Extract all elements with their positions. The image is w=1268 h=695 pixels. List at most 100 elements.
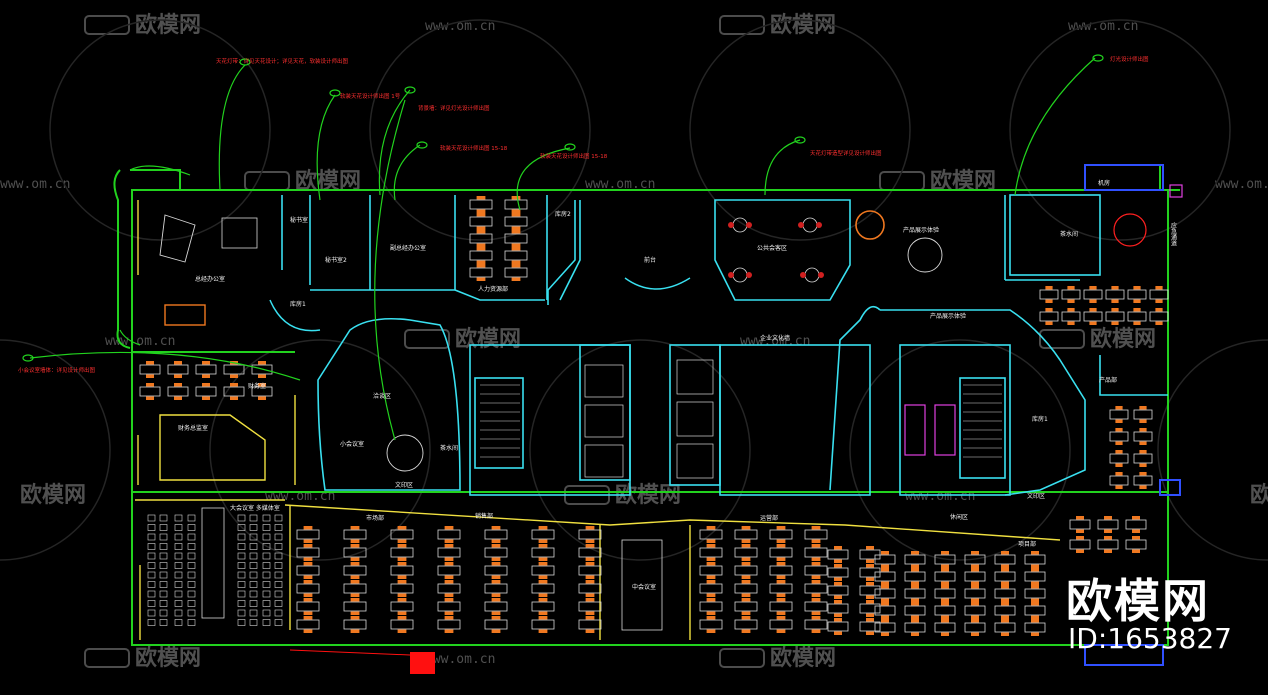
chair (1001, 615, 1009, 619)
desk (859, 621, 881, 632)
chair (1155, 308, 1163, 312)
chair (303, 629, 313, 633)
meeting-chair (187, 543, 196, 550)
chair (476, 243, 486, 247)
chair (303, 575, 313, 579)
desk (904, 622, 926, 633)
chair (202, 396, 210, 400)
chair (585, 598, 595, 602)
chair (538, 539, 548, 543)
chair (1111, 299, 1119, 303)
watermark-layer: 欧模网 www.om.cn 欧模网 www.om.cn www.om.cn 欧模… (0, 12, 1268, 671)
chair (728, 272, 734, 278)
chair (741, 544, 751, 548)
desk (343, 601, 367, 612)
desk (1133, 453, 1153, 464)
chair (444, 580, 454, 584)
meeting-chair (187, 552, 196, 560)
chair (1132, 516, 1140, 520)
meeting-chair (147, 590, 156, 598)
yellow-lines (135, 200, 1061, 640)
desk (904, 571, 926, 582)
desk (531, 601, 555, 612)
desk (531, 529, 555, 540)
chair (1133, 299, 1141, 303)
chair (911, 585, 919, 589)
chair (397, 611, 407, 615)
chair (866, 564, 874, 568)
desk (437, 619, 461, 630)
chair (491, 580, 501, 584)
chair (258, 374, 266, 378)
chair (741, 611, 751, 615)
chair (1031, 564, 1039, 568)
chair (146, 374, 154, 378)
gm-desk (159, 214, 196, 263)
chair (911, 581, 919, 585)
interior-partitions (281, 194, 1168, 496)
desk (1109, 431, 1129, 442)
chair (585, 526, 595, 530)
desk (804, 619, 828, 630)
chair (811, 593, 821, 597)
chair (397, 629, 407, 633)
chair (1133, 321, 1141, 325)
chair (1133, 308, 1141, 312)
chair (834, 582, 842, 586)
label-gm-office: 总经办公室 (195, 275, 225, 283)
chair (971, 598, 979, 602)
chair (811, 616, 821, 620)
watermark-url: www.om.cn (0, 177, 70, 192)
meeting-chair (249, 533, 258, 541)
chair (706, 544, 716, 548)
desk (699, 583, 723, 594)
chair (866, 613, 874, 617)
meeting-chair (262, 562, 271, 569)
chair (866, 618, 874, 622)
label-operation-dept: 运营部 (760, 514, 778, 522)
desk (390, 547, 414, 558)
desk (390, 619, 414, 630)
chair (776, 598, 786, 602)
desk (964, 605, 986, 616)
meeting-chair (249, 581, 258, 588)
meeting-chair (249, 524, 258, 531)
desk (1133, 431, 1153, 442)
chair (1001, 619, 1009, 623)
chair (816, 222, 822, 228)
room-labels: 总经办公室 秘书室 秘书室2 副总经办公室 库房1 库房2 人力资源部 前台 公… (178, 179, 1177, 591)
meeting-chair (159, 609, 168, 617)
desk (1109, 453, 1129, 464)
chair (350, 580, 360, 584)
chair (444, 539, 454, 543)
chair (1001, 568, 1009, 572)
desk (827, 603, 849, 614)
desk (1133, 409, 1153, 420)
meeting-chair (174, 514, 183, 522)
meeting-chair (147, 562, 156, 569)
desk (934, 622, 956, 633)
meeting-chair (249, 571, 258, 579)
desk (578, 601, 602, 612)
chair (258, 361, 266, 365)
chair (811, 562, 821, 566)
chair (491, 526, 501, 530)
watermark-logo: 欧模网 (770, 12, 836, 38)
chair (706, 616, 716, 620)
label-storage-2: 库房2 (555, 210, 571, 218)
desk (874, 622, 896, 633)
desk (390, 583, 414, 594)
desk (827, 621, 849, 632)
note-ceiling-3: 软装天花设计师出图 15-18 (440, 144, 508, 152)
desk (769, 583, 793, 594)
desk (769, 565, 793, 576)
chair (1067, 321, 1075, 325)
chair (1001, 551, 1009, 555)
chair (881, 615, 889, 619)
desk (531, 565, 555, 576)
desk (139, 364, 161, 375)
chair (1139, 419, 1147, 423)
chair (476, 277, 486, 281)
note-ceiling-4: 软装天花设计师出图 15-18 (540, 152, 608, 160)
meeting-chair (237, 581, 246, 588)
